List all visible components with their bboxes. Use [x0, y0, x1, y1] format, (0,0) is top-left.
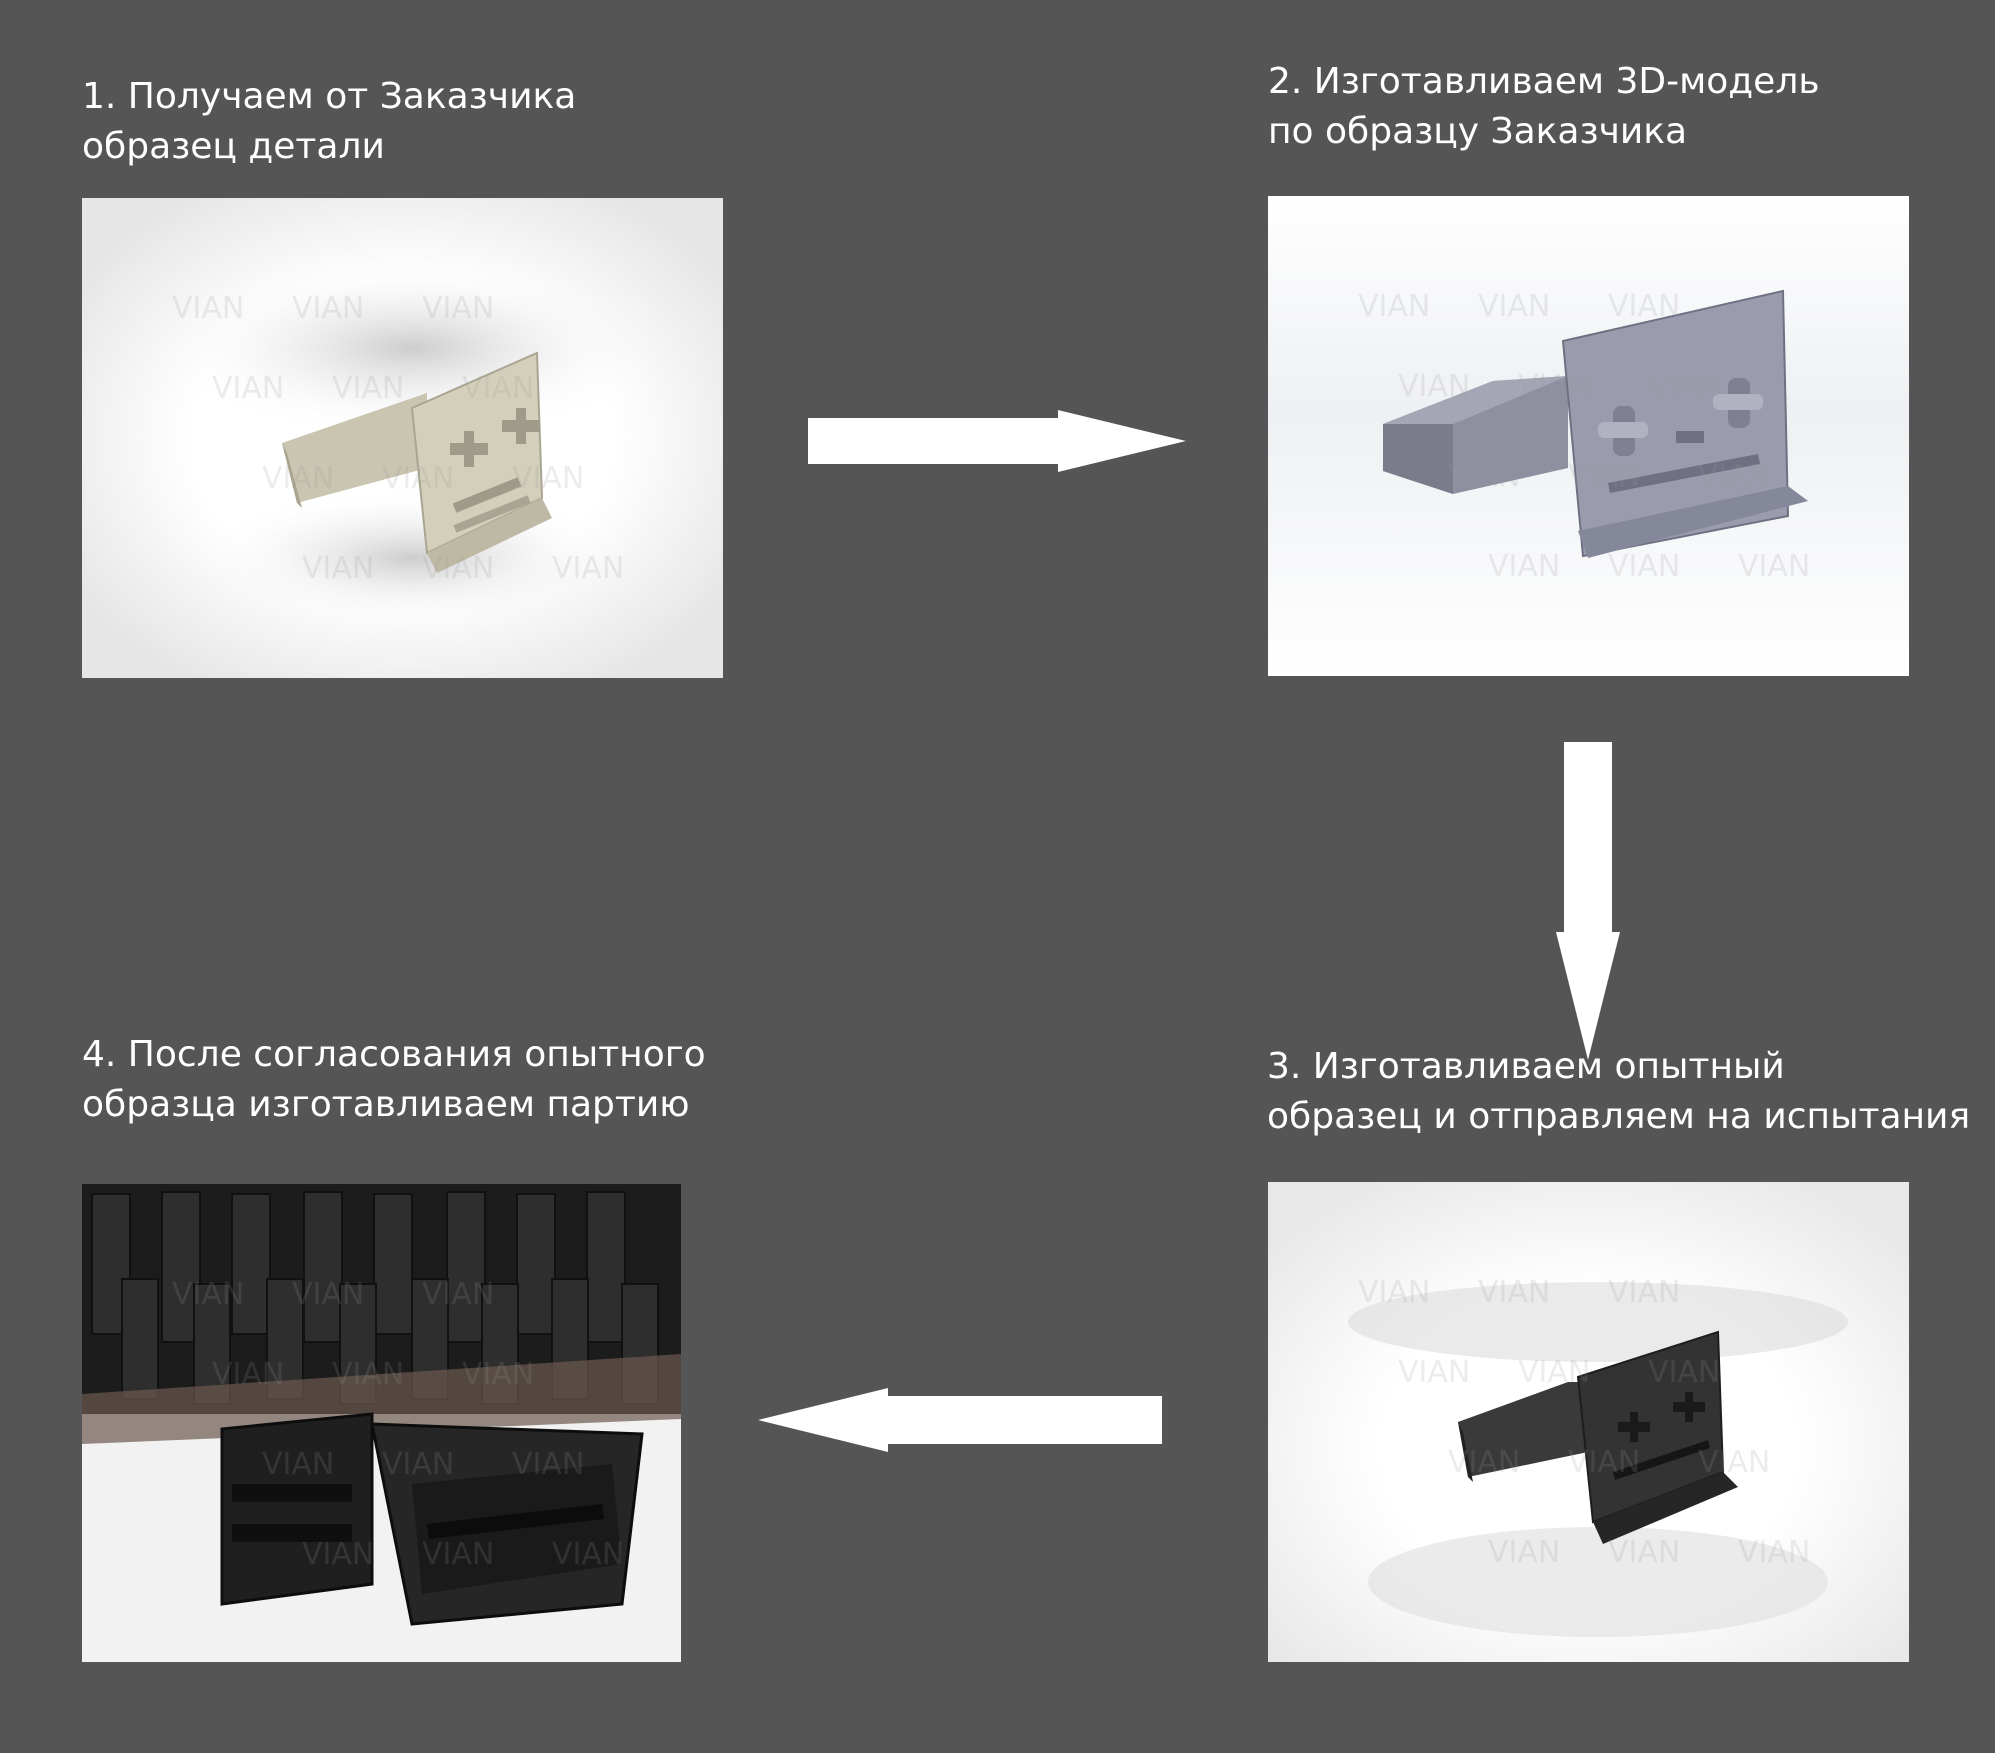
watermark-text: VIAN — [1448, 1445, 1520, 1480]
step-3-caption: 3. Изготавливаем опытный образец и отпра… — [1267, 1042, 1970, 1142]
watermark-text: VIAN — [1358, 1275, 1430, 1310]
step-2-line-1: 2. Изготавливаем 3D-модель — [1268, 61, 1820, 102]
watermark-text: VIAN — [1478, 289, 1550, 324]
watermark-text: VIAN — [1698, 1445, 1770, 1480]
watermark-text: VIAN — [302, 1537, 374, 1572]
arrow-right — [808, 410, 1186, 472]
watermark-text: VIAN — [1568, 459, 1640, 494]
step-1-line-1: 1. Получаем от Заказчика — [82, 76, 577, 117]
step-3-line-2: образец и отправляем на испытания — [1267, 1096, 1971, 1137]
watermark-text: VIAN — [382, 1447, 454, 1482]
watermark-text: VIAN — [1608, 549, 1680, 584]
watermark-text: VIAN — [422, 551, 494, 586]
watermark-text: VIAN — [422, 291, 494, 326]
watermark-text: VIAN — [382, 461, 454, 496]
prototype-photo: VIAN VIAN VIAN VIAN VIAN VIAN VIAN VIAN VIAN VIAN… — [1268, 1182, 1909, 1662]
watermark-text: VIAN — [512, 1447, 584, 1482]
watermark-text: VIAN — [212, 371, 284, 406]
watermark-text: VIAN — [552, 551, 624, 586]
step-4-caption: 4. После согласования опытного образца и… — [82, 1030, 706, 1130]
watermark-text: VIAN — [1738, 549, 1810, 584]
watermark-text: VIAN — [462, 371, 534, 406]
watermark-text: VIAN — [462, 1357, 534, 1392]
watermark-text: VIAN — [1698, 459, 1770, 494]
watermark-text: VIAN — [422, 1277, 494, 1312]
watermark-text: VIAN — [1448, 459, 1520, 494]
watermark-text: VIAN — [1648, 369, 1720, 404]
step-1-line-2: образец детали — [82, 126, 385, 167]
watermark-text: VIAN — [1398, 369, 1470, 404]
watermark-text: VIAN — [1738, 1535, 1810, 1570]
watermark-text: VIAN — [292, 1277, 364, 1312]
watermark-text: VIAN — [262, 461, 334, 496]
step-1-caption: 1. Получаем от Заказчика образец детали — [82, 72, 576, 172]
step-4-line-2: образца изготавливаем партию — [82, 1084, 690, 1125]
watermark-text: VIAN — [552, 1537, 624, 1572]
step-2-line-2: по образцу Заказчика — [1268, 111, 1688, 152]
watermark-text: VIAN — [1488, 549, 1560, 584]
step-4-line-1: 4. После согласования опытного — [82, 1034, 706, 1075]
watermark-text: VIAN — [172, 291, 244, 326]
watermark-text: VIAN — [262, 1447, 334, 1482]
arrow-down — [1556, 742, 1620, 1060]
watermark-text: VIAN — [302, 551, 374, 586]
batch-photo: VIAN VIAN VIAN VIAN VIAN VIAN VIAN VIAN VIAN VIAN… — [82, 1184, 681, 1662]
watermark-text: VIAN — [512, 461, 584, 496]
watermark-text: VIAN — [1398, 1355, 1470, 1390]
step-3-line-1: 3. Изготавливаем опытный — [1267, 1046, 1785, 1087]
watermark-text: VIAN — [1518, 1355, 1590, 1390]
watermark-text: VIAN — [292, 291, 364, 326]
watermark-text: VIAN — [332, 371, 404, 406]
watermark-text: VIAN — [1358, 289, 1430, 324]
watermark-text: VIAN — [172, 1277, 244, 1312]
watermark-text: VIAN — [422, 1537, 494, 1572]
watermark-text: VIAN — [1648, 1355, 1720, 1390]
arrow-left — [758, 1388, 1162, 1452]
3d-model-render: VIAN VIAN VIAN VIAN VIAN VIAN VIAN VIAN VIAN VIAN… — [1268, 196, 1909, 676]
watermark-text: VIAN — [1518, 369, 1590, 404]
watermark-text: VIAN — [212, 1357, 284, 1392]
customer-sample-photo: VIAN VIAN VIAN VIAN VIAN VIAN VIAN VIAN VIAN VIAN… — [82, 198, 723, 678]
watermark-text: VIAN — [332, 1357, 404, 1392]
step-2-caption: 2. Изготавливаем 3D-модель по образцу За… — [1268, 57, 1820, 157]
watermark-text: VIAN — [1608, 1535, 1680, 1570]
watermark-text: VIAN — [1608, 289, 1680, 324]
watermark-text: VIAN — [1478, 1275, 1550, 1310]
watermark-text: VIAN — [1568, 1445, 1640, 1480]
watermark-text: VIAN — [1608, 1275, 1680, 1310]
watermark-text: VIAN — [1488, 1535, 1560, 1570]
